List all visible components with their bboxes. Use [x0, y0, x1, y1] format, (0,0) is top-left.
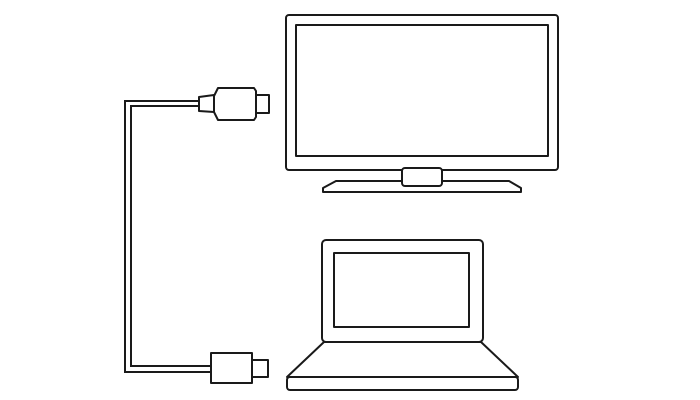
- laptop-keyboard-deck: [286, 341, 519, 378]
- tv-monitor-icon: [285, 14, 559, 193]
- laptop-icon: [286, 239, 519, 391]
- top-connector-body: [213, 87, 257, 121]
- cable-outer-line: [124, 100, 211, 373]
- tv-screen: [295, 24, 549, 157]
- tv-stand-neck: [401, 167, 443, 187]
- top-connector-plug: [255, 94, 270, 114]
- bottom-connector-plug: [251, 359, 269, 378]
- top-connector-strain-relief: [198, 94, 215, 113]
- laptop-screen: [333, 252, 470, 328]
- bottom-connector-body: [210, 352, 253, 384]
- cable-inner-line: [130, 105, 211, 367]
- laptop-base: [286, 376, 519, 391]
- hdmi-cable-icon: [124, 87, 270, 384]
